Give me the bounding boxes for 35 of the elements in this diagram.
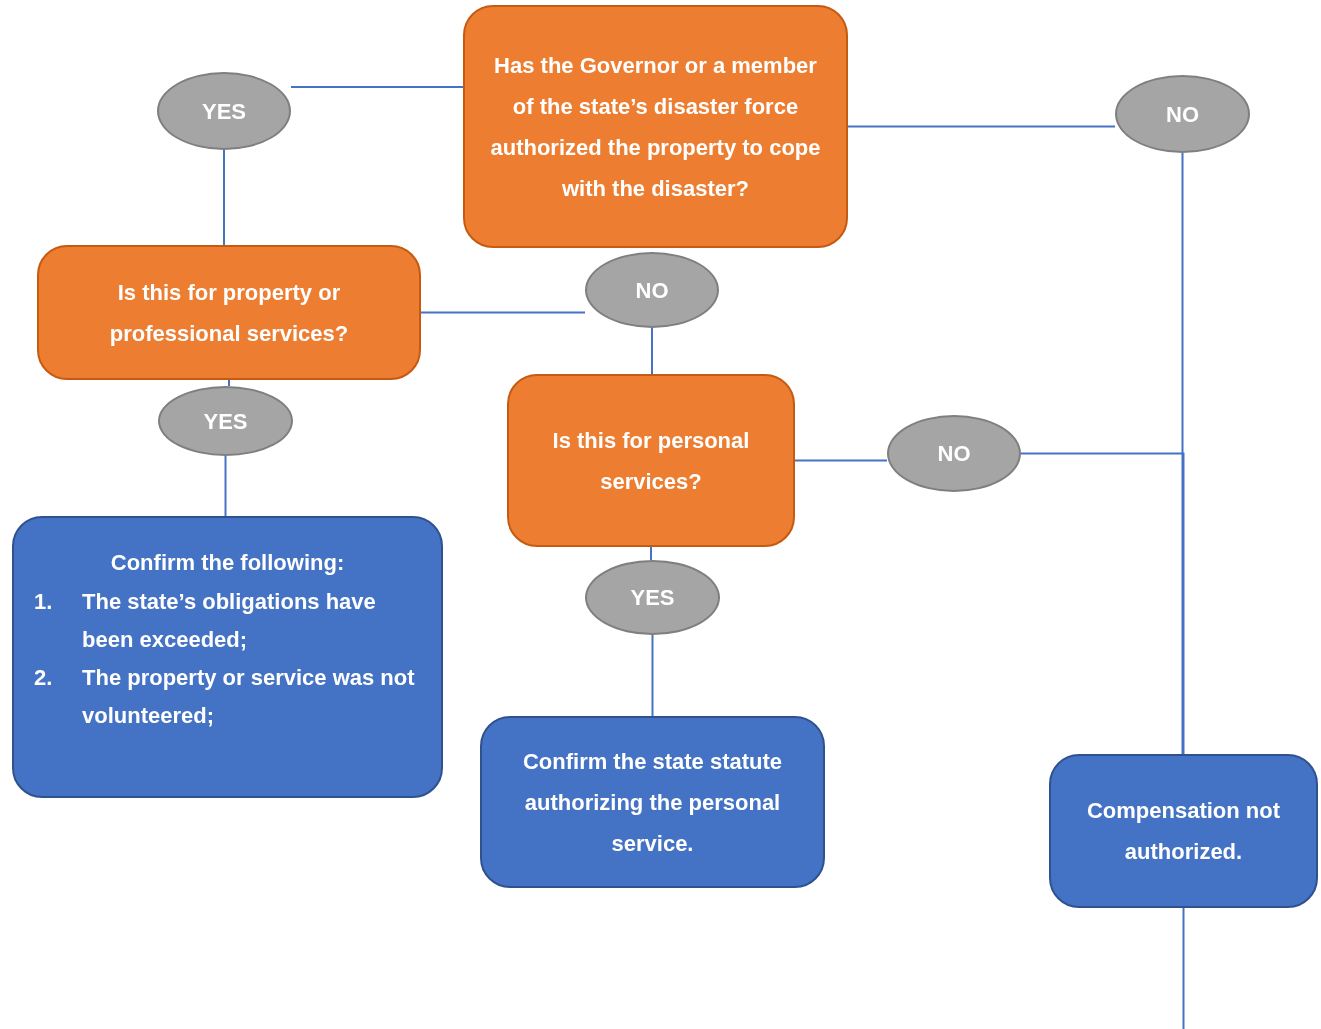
answer-label: NO: [937, 440, 971, 468]
answer-label: NO: [1166, 100, 1199, 129]
box-heading: Confirm the following:: [110, 549, 345, 577]
decision-box: [463, 5, 848, 248]
connector-line: [1181, 152, 1184, 755]
list-number: 1.: [34, 588, 54, 616]
connector-line: [224, 455, 227, 517]
connector-line: [1182, 907, 1185, 1029]
list-item: The state’s obligations have been exceeded;: [82, 588, 377, 654]
connector-line: [223, 149, 225, 246]
box-text: Is this for property or professional services?: [108, 278, 350, 348]
connector-line: [794, 459, 888, 462]
connector-line: [420, 311, 586, 314]
result-box: [480, 716, 825, 888]
result-box: [1049, 754, 1318, 908]
answer-label: YES: [202, 97, 246, 126]
box-text: Is this for personal services?: [551, 426, 751, 496]
connector-line: [847, 125, 1116, 128]
box-text: Confirm the state statute authorizing the personal service.: [521, 747, 784, 858]
connector-line: [290, 86, 464, 88]
connector-line: [650, 546, 652, 561]
connector-line: [651, 327, 653, 375]
connector-line: [651, 634, 654, 717]
decision-box: [507, 374, 795, 547]
decision-box: [37, 245, 421, 380]
box-text: Has the Governor or a member of the state’s disaster force authorized the property to cope with the disaster?: [489, 51, 822, 203]
box-text: Compensation not authorized.: [1085, 797, 1282, 866]
list-number: 2.: [34, 664, 54, 692]
connector-line: [228, 379, 230, 387]
answer-label: YES: [630, 584, 675, 612]
connector-line: [1020, 452, 1185, 755]
result-box: [12, 516, 443, 798]
answer-label: YES: [203, 407, 248, 436]
list-item: The property or service was not volunteered;: [82, 664, 416, 730]
answer-label: NO: [635, 276, 669, 305]
